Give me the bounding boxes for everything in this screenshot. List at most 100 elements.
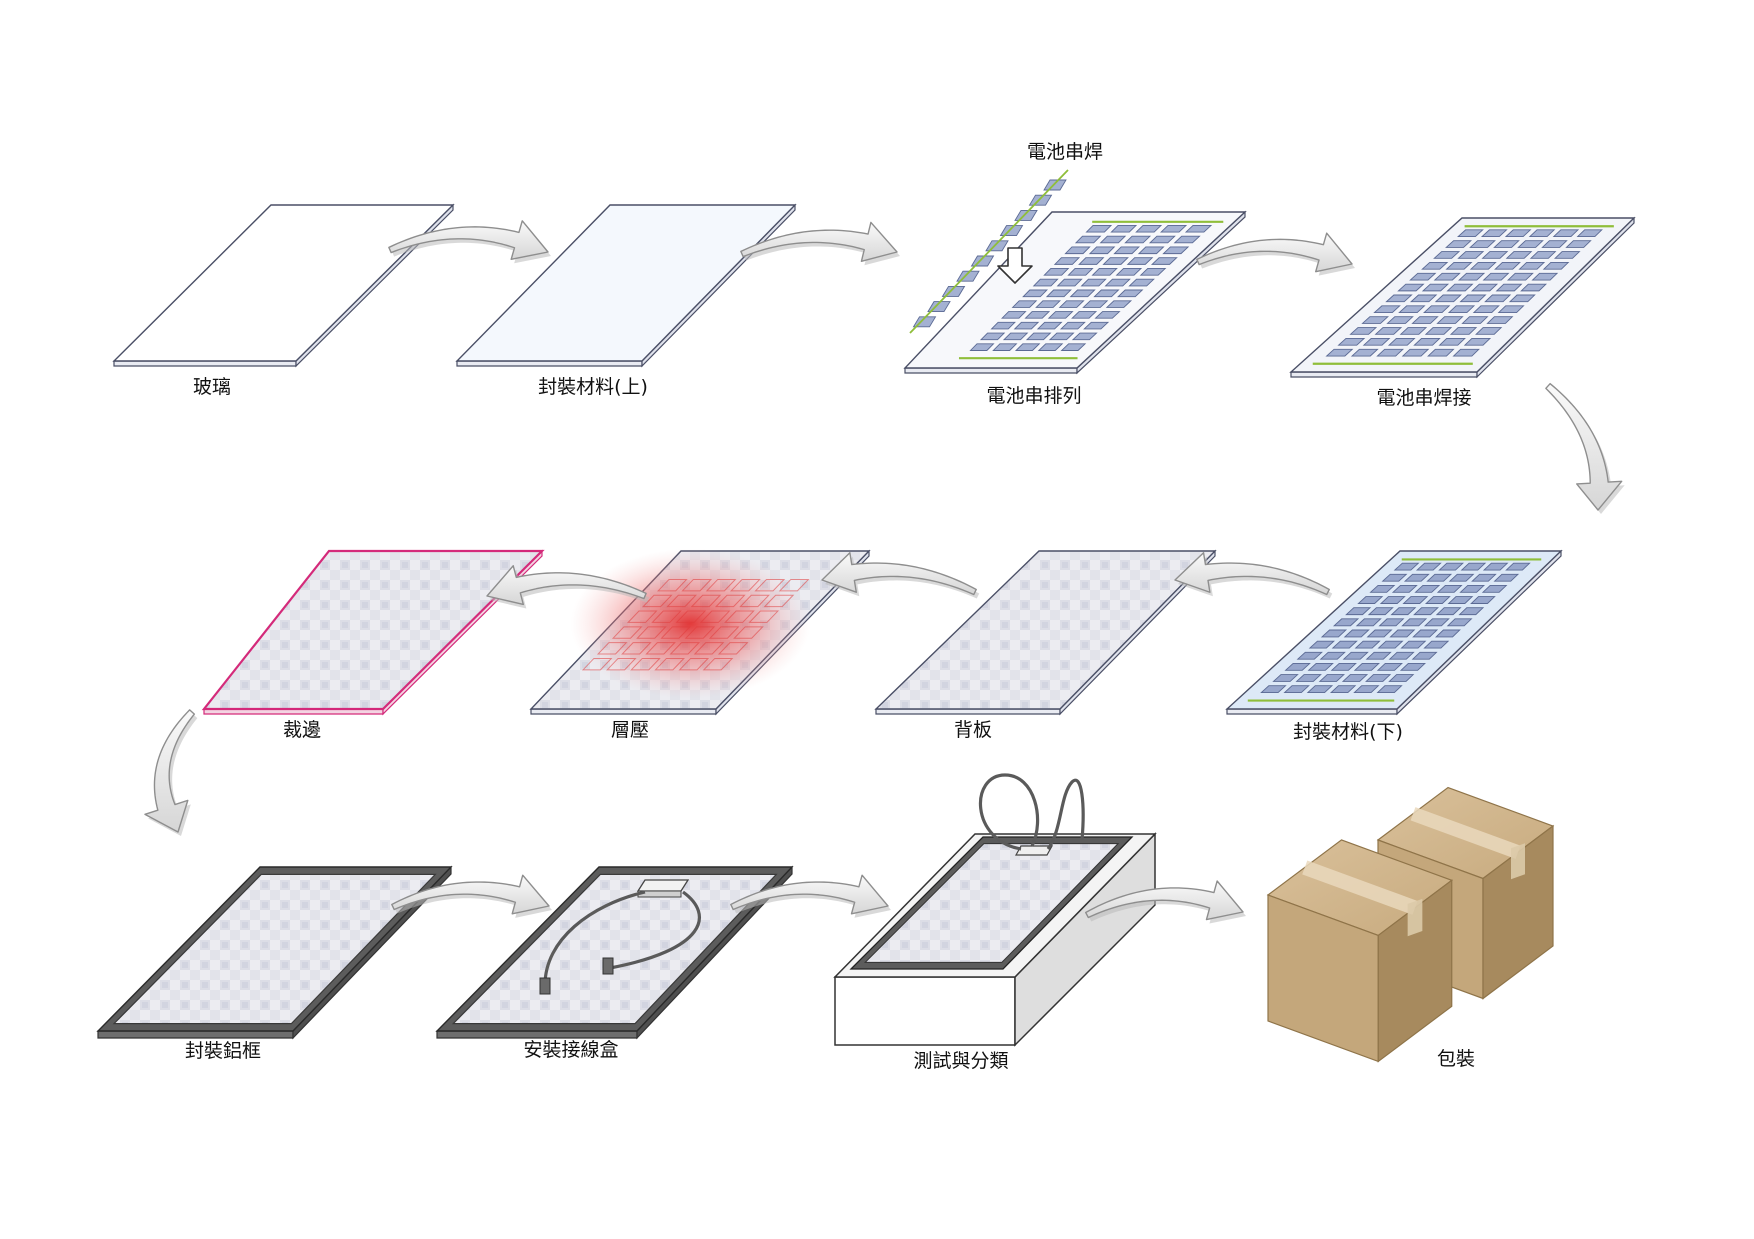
heated-cell <box>651 610 682 623</box>
solar-cell <box>1475 327 1503 335</box>
arrow-trim-down <box>144 709 198 836</box>
solar-cell <box>1002 332 1029 341</box>
solar-cell <box>1341 674 1369 682</box>
solar-cell <box>1415 562 1442 571</box>
solar-cell <box>1367 607 1394 616</box>
arrow-glass-to-encap <box>388 220 551 264</box>
solar-cell <box>1463 337 1492 346</box>
framed-laminate <box>863 843 1120 963</box>
junction-box <box>1014 845 1054 856</box>
solar-cell <box>1458 607 1485 616</box>
solar-cell <box>1421 283 1450 292</box>
solar-cell <box>1391 584 1418 593</box>
solar-cell <box>1374 327 1403 335</box>
junction-cable <box>543 890 646 986</box>
heated-cell <box>630 657 661 671</box>
step-label-test: 測試與分類 <box>913 1050 1009 1072</box>
solar-cell <box>1342 651 1369 660</box>
step-label-jbox: 安裝接線盒 <box>523 1039 619 1061</box>
solar-cell <box>1047 311 1074 319</box>
solar-cell <box>1058 300 1085 308</box>
solar-cell <box>1078 257 1105 265</box>
panel-laminate <box>529 548 871 716</box>
heated-cell <box>739 594 770 608</box>
solar-cell <box>1331 640 1358 649</box>
heated-cell <box>626 610 658 623</box>
solar-cell <box>1446 618 1473 627</box>
solar-cell <box>1272 674 1299 682</box>
heated-cell <box>621 642 652 655</box>
arrow-laminate-to-trim <box>486 565 650 609</box>
heated-cell <box>675 610 707 623</box>
solar-cell <box>1308 640 1335 649</box>
heated-cell <box>596 642 628 655</box>
solar-cell <box>1064 246 1091 255</box>
solar-cell <box>969 343 995 351</box>
step-label-backsheet: 背板 <box>953 719 993 741</box>
solar-cell <box>1426 573 1453 582</box>
solar-cell <box>1413 607 1439 616</box>
solar-cell <box>1433 251 1461 259</box>
solar-cell <box>1045 289 1072 298</box>
heated-cell <box>702 657 734 671</box>
solar-cell <box>1306 685 1334 694</box>
solar-cell <box>1414 584 1441 593</box>
solar-cell <box>1117 289 1144 298</box>
solar-cell <box>1295 674 1322 682</box>
solar-cell <box>1400 640 1427 649</box>
solar-cell <box>1379 596 1406 604</box>
solar-cell <box>1481 584 1508 593</box>
solar-cell <box>1137 246 1165 255</box>
callout-label-string-weld: 電池串焊 <box>1026 141 1104 163</box>
solar-cell <box>1459 294 1487 303</box>
solar-cell <box>1435 629 1461 638</box>
heated-cell <box>690 594 722 608</box>
solar-cell <box>1386 316 1414 324</box>
solar-cell <box>1173 235 1201 244</box>
solar-cell <box>1260 685 1287 694</box>
heated-cell <box>678 657 710 671</box>
solar-cell <box>1032 278 1059 287</box>
solar-cell <box>1048 332 1075 341</box>
solar-cell <box>1353 685 1380 694</box>
junction-cable <box>609 890 701 970</box>
solar-cell <box>1320 629 1348 638</box>
solar-cell <box>1565 240 1592 248</box>
solar-cell <box>1330 662 1357 671</box>
bench-front <box>834 976 1016 1046</box>
step-label-encap-bottom: 封裝材料(下) <box>1293 721 1403 743</box>
solar-cell <box>1071 332 1098 341</box>
heated-cell <box>645 642 676 655</box>
solar-cell <box>1438 562 1464 571</box>
solar-cell <box>1493 573 1520 582</box>
solar-cell <box>1318 674 1346 682</box>
solar-cell <box>1139 268 1167 276</box>
box-front <box>1266 839 1453 1063</box>
box-side <box>1377 879 1453 1063</box>
framed-laminate <box>451 873 778 1025</box>
test-lead <box>978 773 1040 851</box>
solar-cell <box>1388 651 1415 660</box>
heated-cell <box>660 626 692 639</box>
packing-tape <box>1511 843 1525 880</box>
solar-cell <box>1387 337 1416 346</box>
solar-cell <box>1126 257 1154 265</box>
heated-cell <box>748 610 780 623</box>
solar-cell <box>1381 573 1408 582</box>
solar-cell <box>1393 562 1420 571</box>
solar-cell <box>1505 251 1533 259</box>
solar-cell <box>1446 283 1474 292</box>
panel-trim <box>201 549 545 716</box>
solar-cell <box>1088 246 1116 255</box>
panel-encap-top <box>455 203 797 368</box>
solar-cell <box>1457 229 1484 238</box>
solar-cell <box>1060 343 1087 351</box>
solar-cell <box>1353 662 1380 671</box>
solar-cell <box>1469 261 1497 270</box>
solar-cell <box>1059 321 1086 330</box>
solar-cell <box>1115 268 1143 276</box>
solar-cell <box>1162 246 1190 255</box>
heated-cell <box>657 578 688 592</box>
solar-cell <box>1376 348 1405 357</box>
